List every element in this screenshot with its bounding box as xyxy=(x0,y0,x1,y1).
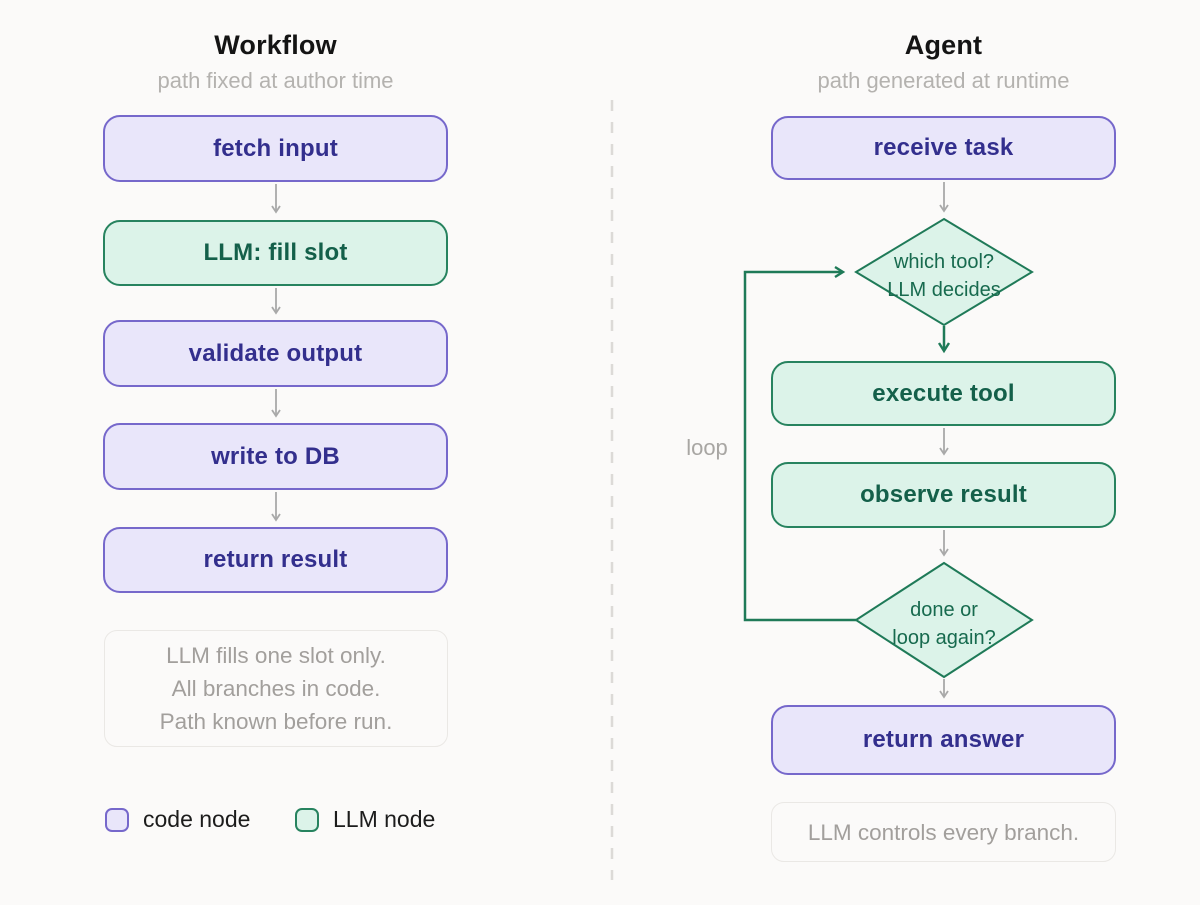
node-label: observe result xyxy=(860,481,1027,508)
decision-diamond-done-or-loop xyxy=(854,561,1034,679)
legend-label: LLM node xyxy=(333,806,436,832)
node-execute-tool: execute tool xyxy=(771,361,1116,426)
node-receive-task: receive task xyxy=(771,116,1116,180)
note-line: Path known before run. xyxy=(159,709,393,734)
loop-back-edge xyxy=(743,265,856,622)
decision2-line2: loop again? xyxy=(892,627,996,649)
workflow-title: Workflow xyxy=(214,30,337,60)
node-validate-output: validate output xyxy=(103,320,448,387)
node-label: LLM: fill slot xyxy=(203,239,348,266)
node-label: return answer xyxy=(862,726,1025,753)
workflow-subtitle: path fixed at author time xyxy=(157,68,394,93)
legend-item-llm-node: LLM node xyxy=(295,806,435,833)
legend-label: code node xyxy=(143,806,251,832)
note-line: LLM controls every branch. xyxy=(807,819,1080,845)
node-return-result: return result xyxy=(103,527,448,593)
note-line: All branches in code. xyxy=(171,676,381,701)
node-label: receive task xyxy=(873,134,1014,161)
decision1-line1: which tool? xyxy=(893,251,995,273)
legend-item-code-node: code node xyxy=(105,806,250,833)
loop-label: loop xyxy=(686,435,728,460)
agent-title: Agent xyxy=(904,30,983,60)
note-line: LLM fills one slot only. xyxy=(166,643,386,668)
node-return-answer: return answer xyxy=(771,705,1116,775)
node-fetch-input: fetch input xyxy=(103,115,448,182)
decision1-line2: LLM decides xyxy=(887,279,1001,301)
workflow-note: LLM fills one slot only. All branches in… xyxy=(104,630,448,747)
node-label: return result xyxy=(203,546,348,573)
decision-diamond-which-tool xyxy=(854,217,1034,327)
node-observe-result: observe result xyxy=(771,462,1116,528)
agent-note: LLM controls every branch. xyxy=(771,802,1116,862)
code-node-swatch xyxy=(105,807,129,832)
node-label: fetch input xyxy=(213,134,338,162)
node-label: validate output xyxy=(188,339,363,367)
llm-node-swatch xyxy=(295,807,319,832)
decision2-line1: done or xyxy=(910,599,978,621)
node-label: write to DB xyxy=(211,442,340,470)
node-label: execute tool xyxy=(872,379,1015,407)
node-write-to-db: write to DB xyxy=(103,423,448,490)
node-llm-fill-slot: LLM: fill slot xyxy=(103,220,448,286)
agent-subtitle: path generated at runtime xyxy=(817,68,1070,93)
